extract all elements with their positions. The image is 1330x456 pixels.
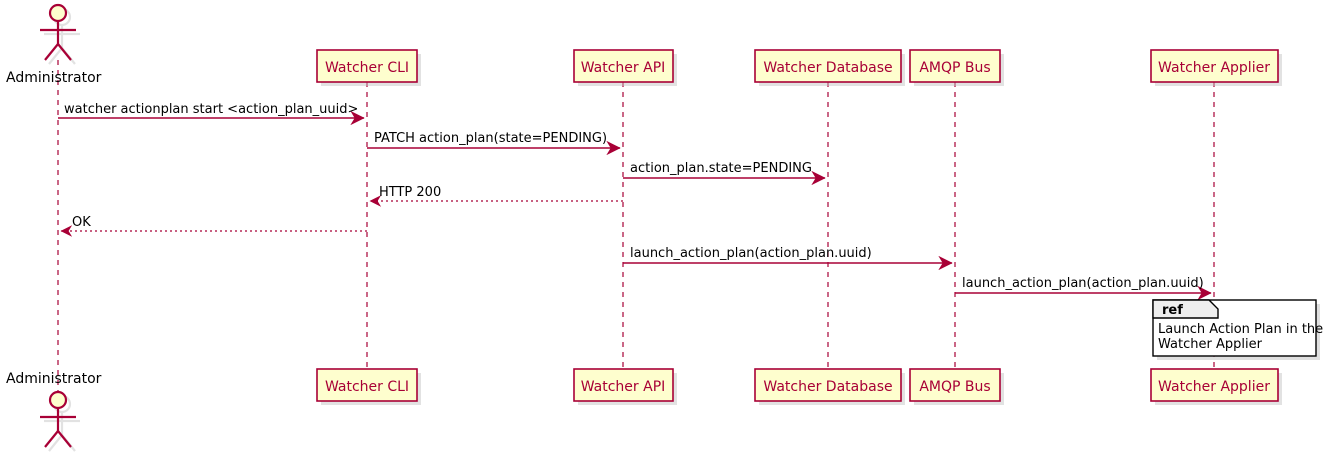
- message-label: launch_action_plan(action_plan.uuid): [630, 246, 872, 261]
- participant-box-watcher-api-top[interactable]: Watcher API: [573, 49, 677, 86]
- participant-box-rect: [1150, 49, 1279, 83]
- participant-box-rect: [573, 49, 674, 83]
- participant-label-watcher-api-top: Watcher API: [581, 60, 666, 76]
- message-4-http-200[interactable]: HTTP 200: [369, 185, 623, 207]
- actor-body-icon-bottom: [40, 408, 76, 448]
- participant-box-rect: [754, 368, 902, 402]
- message-2-patch-action-plan[interactable]: PATCH action_plan(state=PENDING): [367, 131, 621, 156]
- participant-box-rect: [909, 368, 1001, 402]
- participant-box-amqp-bus-top[interactable]: AMQP Bus: [909, 49, 1004, 86]
- message-6-launch-action-plan-amqp[interactable]: launch_action_plan(action_plan.uuid): [623, 246, 953, 271]
- message-label: launch_action_plan(action_plan.uuid): [962, 276, 1204, 291]
- ref-fragment-tab: [1152, 299, 1219, 319]
- actor-label-administrator-bottom: Administrator: [6, 371, 102, 387]
- participant-box-rect: [573, 368, 674, 402]
- actor-head-icon: [48, 3, 68, 23]
- participant-box-watcher-database-bottom[interactable]: Watcher Database: [754, 368, 905, 405]
- message-label: action_plan.state=PENDING: [630, 161, 812, 176]
- message-1-watcher-actionplan-start[interactable]: watcher actionplan start <action_plan_uu…: [58, 102, 365, 126]
- participant-box-watcher-cli-bottom[interactable]: Watcher CLI: [316, 368, 421, 405]
- participant-label-watcher-api-bottom: Watcher API: [581, 379, 666, 395]
- participant-box-watcher-database-top[interactable]: Watcher Database: [754, 49, 905, 86]
- participant-box-watcher-api-bottom[interactable]: Watcher API: [573, 368, 677, 405]
- message-label: PATCH action_plan(state=PENDING): [374, 131, 607, 146]
- participant-label-watcher-cli-bottom: Watcher CLI: [325, 379, 409, 395]
- actor-administrator-top[interactable]: Administrator: [6, 3, 102, 86]
- participant-box-rect: [316, 368, 418, 402]
- actor-head-icon-bottom: [48, 390, 68, 410]
- participant-box-rect: [1150, 368, 1279, 402]
- participant-label-watcher-database-bottom: Watcher Database: [763, 379, 892, 395]
- participant-label-watcher-cli-top: Watcher CLI: [325, 60, 409, 76]
- participant-box-rect: [316, 49, 418, 83]
- ref-fragment-line-1: Launch Action Plan in the: [1158, 322, 1323, 337]
- participant-label-watcher-applier-bottom: Watcher Applier: [1158, 379, 1270, 395]
- participant-label-watcher-database-top: Watcher Database: [763, 60, 892, 76]
- participant-label-amqp-bus-top: AMQP Bus: [919, 60, 990, 76]
- message-label: OK: [72, 215, 91, 230]
- actor-label-administrator-top: Administrator: [6, 70, 102, 86]
- message-label: HTTP 200: [379, 185, 441, 200]
- participant-box-watcher-cli-top[interactable]: Watcher CLI: [316, 49, 421, 86]
- message-7-launch-action-plan-applier[interactable]: launch_action_plan(action_plan.uuid): [955, 276, 1212, 301]
- ref-fragment-keyword: ref: [1162, 303, 1183, 318]
- participant-label-amqp-bus-bottom: AMQP Bus: [919, 379, 990, 395]
- participant-label-watcher-applier-top: Watcher Applier: [1158, 60, 1270, 76]
- participant-box-amqp-bus-bottom[interactable]: AMQP Bus: [909, 368, 1004, 405]
- participant-box-watcher-applier-bottom[interactable]: Watcher Applier: [1150, 368, 1282, 405]
- ref-fragment-line-2: Watcher Applier: [1158, 337, 1263, 352]
- actor-body-icon: [40, 21, 76, 61]
- participant-box-rect: [909, 49, 1001, 83]
- message-label: watcher actionplan start <action_plan_uu…: [64, 102, 358, 117]
- actor-administrator-bottom[interactable]: Administrator: [6, 371, 102, 452]
- ref-fragment[interactable]: ref Launch Action Plan in the Watcher Ap…: [1152, 299, 1323, 360]
- participant-box-watcher-applier-top[interactable]: Watcher Applier: [1150, 49, 1282, 86]
- message-5-ok[interactable]: OK: [60, 215, 367, 237]
- message-3-action-plan-state-pending[interactable]: action_plan.state=PENDING: [623, 161, 826, 186]
- participant-box-rect: [754, 49, 902, 83]
